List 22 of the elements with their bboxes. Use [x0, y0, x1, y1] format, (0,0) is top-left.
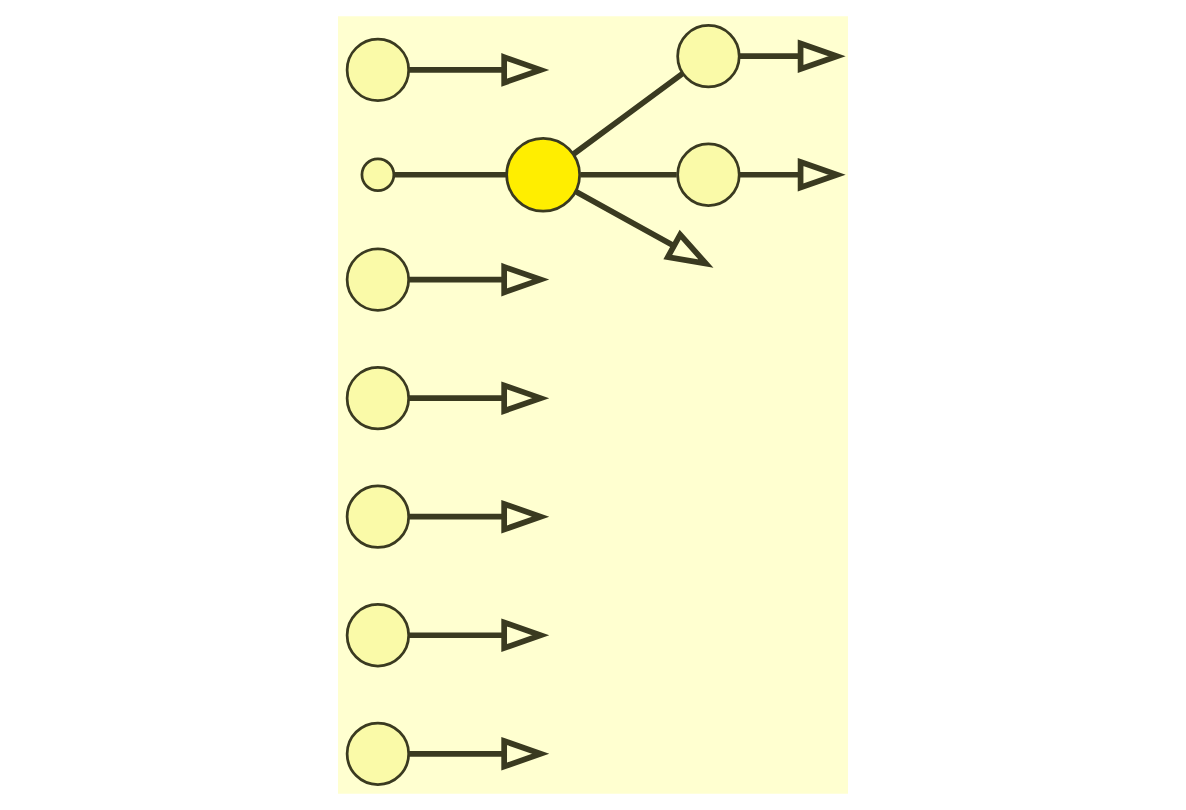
- arrow: [408, 737, 550, 771]
- arrow: [408, 499, 550, 534]
- node-circle: [345, 603, 411, 668]
- node-circle: [345, 37, 411, 103]
- node-circle: [360, 157, 396, 193]
- arrow: [408, 381, 550, 415]
- node-circle: [345, 721, 411, 786]
- arrow: [574, 189, 714, 268]
- arrow: [408, 53, 550, 87]
- arrow: [739, 157, 846, 192]
- node-circle: [676, 142, 741, 207]
- connector: [571, 71, 685, 157]
- node-circle: [505, 136, 581, 213]
- node-circle: [345, 484, 411, 549]
- node-circle: [676, 24, 741, 89]
- node-circle: [345, 247, 411, 312]
- node-circle: [345, 366, 411, 431]
- arrow: [739, 39, 846, 73]
- arrow: [408, 262, 550, 297]
- connector: [393, 171, 507, 178]
- connector: [580, 171, 677, 178]
- arrow: [408, 618, 550, 653]
